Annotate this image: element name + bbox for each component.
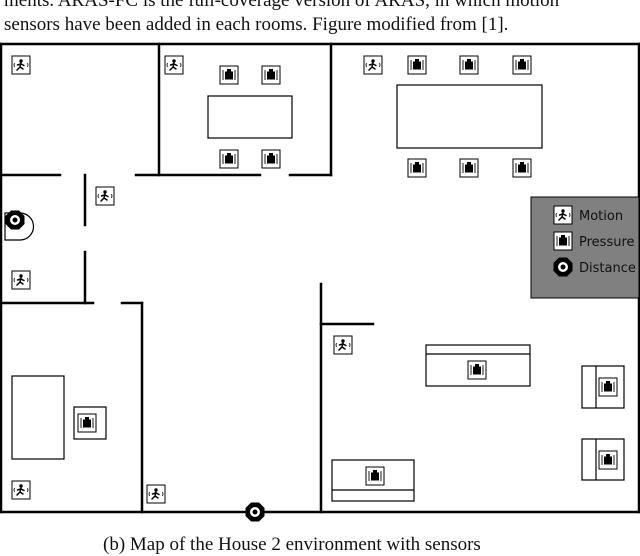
pressure-sensor-icon xyxy=(77,413,97,433)
kitchen-cabinet xyxy=(331,459,415,502)
table-living xyxy=(207,95,293,139)
toilet xyxy=(4,212,35,241)
motion-sensor-icon xyxy=(95,186,115,206)
nightstand xyxy=(73,406,107,440)
pressure-sensor-icon xyxy=(261,149,281,169)
pressure-sensor-icon xyxy=(219,149,239,169)
motion-sensor-icon xyxy=(363,55,383,75)
pressure-legend-icon xyxy=(553,231,573,251)
pressure-sensor-icon xyxy=(365,466,385,486)
kitchen-counter xyxy=(425,344,531,387)
table-dining xyxy=(396,84,543,149)
motion-sensor-icon xyxy=(164,55,184,75)
motion-sensor-icon xyxy=(333,335,353,355)
pressure-sensor-icon xyxy=(407,158,427,178)
motion-sensor-icon xyxy=(146,484,166,504)
pressure-sensor-icon xyxy=(219,65,239,85)
pressure-sensor-icon xyxy=(598,450,618,470)
bed xyxy=(11,375,65,460)
legend-background xyxy=(530,196,640,299)
distance-legend-icon xyxy=(553,257,573,277)
motion-sensor-icon xyxy=(11,270,31,290)
pressure-sensor-icon xyxy=(459,55,479,75)
pressure-sensor-icon xyxy=(512,158,532,178)
intro-text-line-2: sensors have been added in each rooms. F… xyxy=(4,14,509,35)
pressure-sensor-icon xyxy=(598,377,618,397)
intro-text-line-1: ments. ARAS-FC is the full-coverage vers… xyxy=(4,0,560,11)
legend-pressure-label: Pressure xyxy=(579,235,635,250)
pressure-sensor-icon xyxy=(467,360,487,380)
motion-legend-icon xyxy=(553,205,573,225)
legend-distance-label: Distance xyxy=(579,261,636,276)
legend-box: Motion Pressure Distance xyxy=(530,196,640,299)
furniture xyxy=(4,84,625,502)
pressure-sensor-icon xyxy=(407,55,427,75)
distance-sensor-icon xyxy=(5,210,25,230)
motion-sensor-icon xyxy=(11,55,31,75)
pressure-sensor-icon xyxy=(459,158,479,178)
distance-sensor-icon xyxy=(245,502,265,522)
pressure-sensor-icon xyxy=(512,55,532,75)
motion-sensors xyxy=(11,55,383,504)
distance-sensors xyxy=(5,210,265,522)
figure-caption: (b) Map of the House 2 environment with … xyxy=(103,534,481,555)
chair-right-bottom xyxy=(581,438,625,481)
pressure-sensor-icon xyxy=(261,65,281,85)
chair-right-top xyxy=(581,365,625,409)
legend-motion-label: Motion xyxy=(579,209,623,224)
motion-sensor-icon xyxy=(11,480,31,500)
